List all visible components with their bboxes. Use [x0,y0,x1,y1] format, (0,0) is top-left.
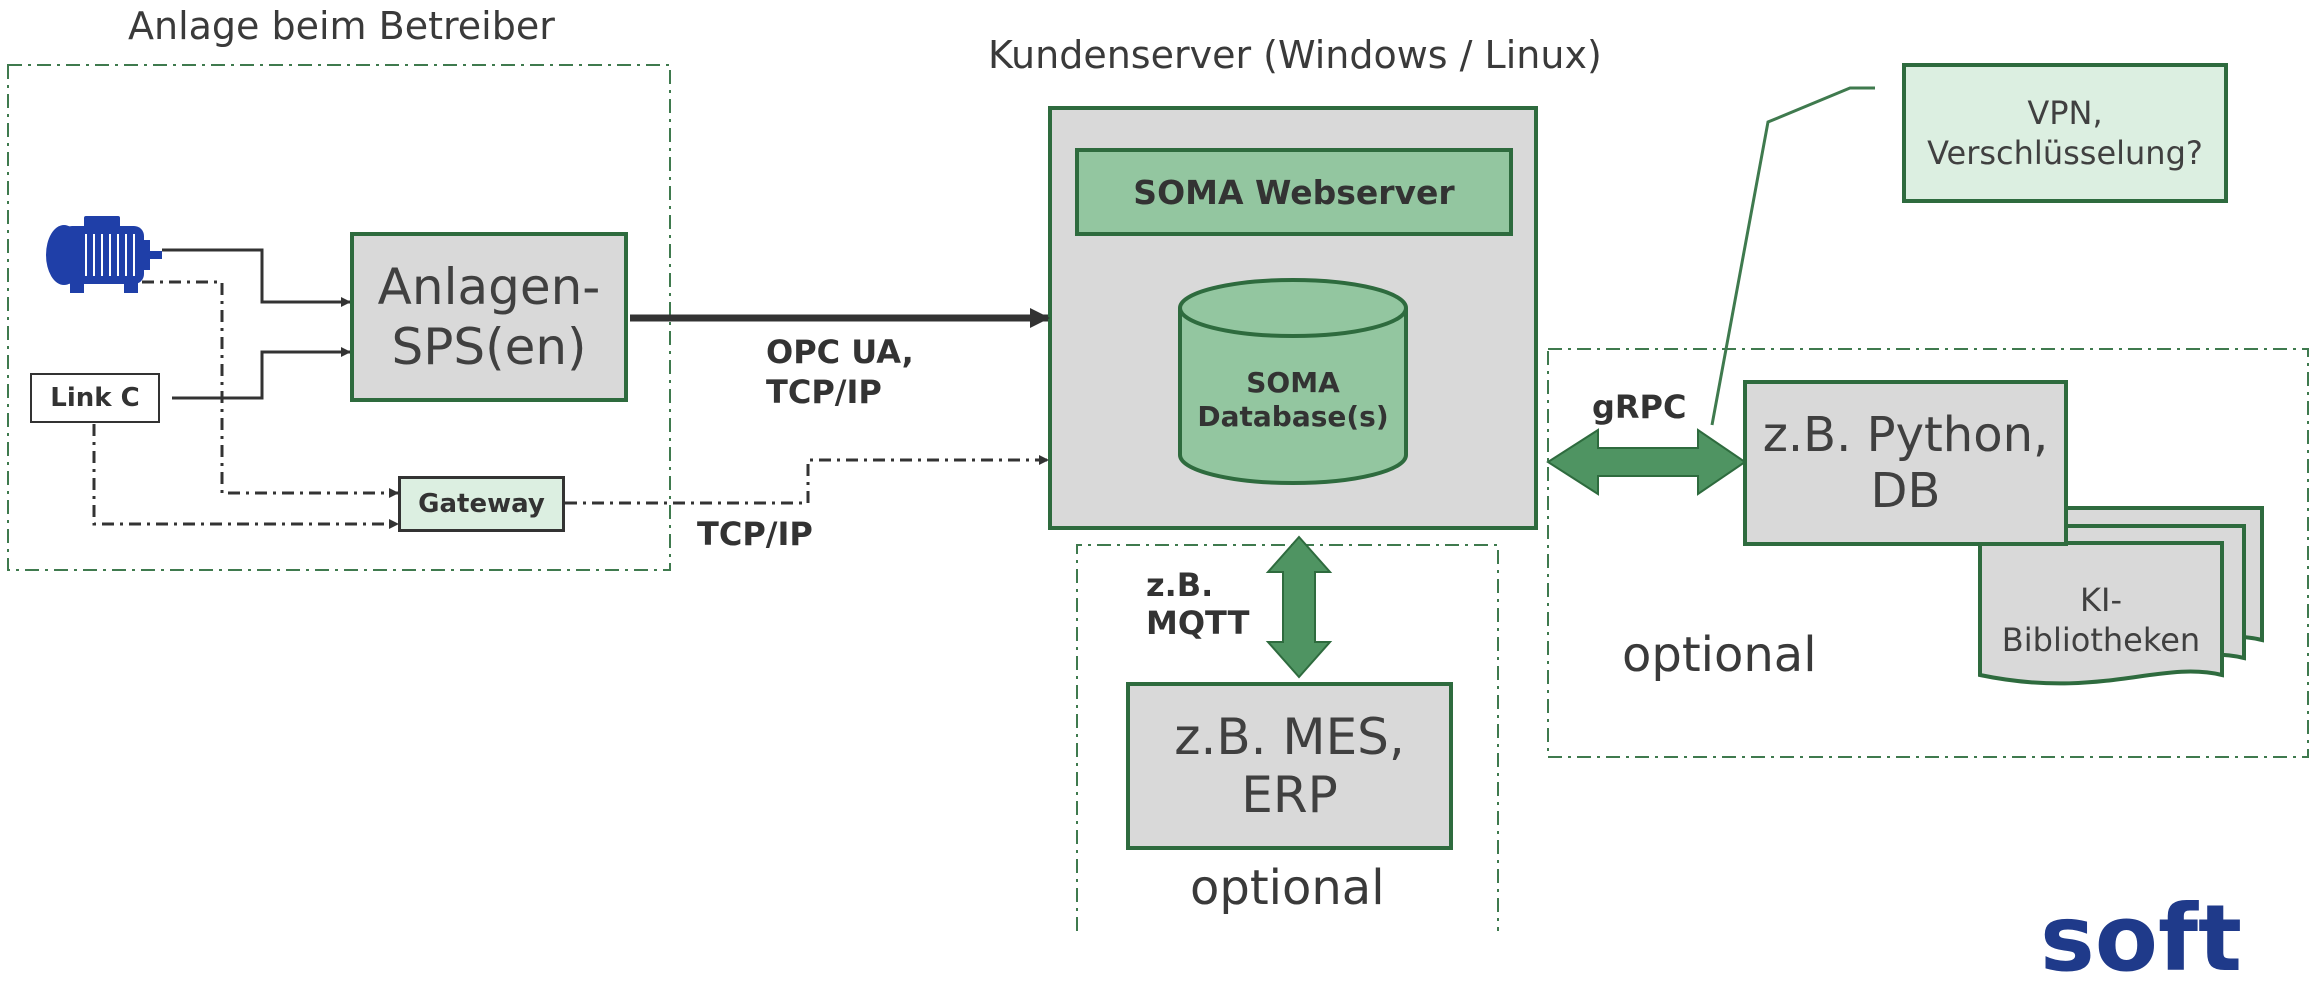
plc-box: Anlagen- SPS(en) [350,232,628,402]
company-logo: soft [2040,885,2242,992]
plc-label: Anlagen- SPS(en) [377,258,601,376]
soma-webserver-label: SOMA Webserver [1133,172,1455,212]
soma-database-label: SOMA Database(s) [1197,366,1389,433]
vpn-note-box: VPN, Verschlüsselung? [1902,63,2228,203]
grpc-double-arrow [1546,428,1747,496]
ki-libraries-label: KI- Bibliotheken [2001,581,2201,659]
optional-bottom-label: optional [1190,860,1385,916]
link-c-box: Link C [30,373,160,423]
python-db-box: z.B. Python, DB [1743,380,2068,546]
mqtt-label: z.B. MQTT [1146,566,1250,642]
optional-right-frame [1547,348,2309,758]
motor-to-plc-line [162,248,351,307]
plant-group-title: Anlage beim Betreiber [128,4,555,48]
vpn-note-label: VPN, Verschlüsselung? [1927,94,2203,172]
ki-library-documents [1978,506,2264,686]
grpc-label: gRPC [1592,388,1687,426]
python-db-label: z.B. Python, DB [1762,407,2049,519]
optional-bottom-frame [1076,544,1499,931]
linkc-to-gateway-line [92,424,399,529]
soma-webserver-box: SOMA Webserver [1075,148,1513,236]
optional-right-label: optional [1622,627,1817,683]
server-group-title: Kundenserver (Windows / Linux) [988,33,1602,77]
database-cylinder [1178,278,1408,485]
link-c-label: Link C [50,383,140,413]
mqtt-double-arrow [1265,535,1333,679]
linkc-to-plc-line [172,347,351,400]
gateway-label: Gateway [418,489,545,519]
motor-to-gateway-line [142,280,399,498]
gateway-box: Gateway [398,476,565,532]
opc-ua-label: OPC UA, TCP/IP [766,333,914,411]
mes-erp-box: z.B. MES, ERP [1126,682,1453,850]
electric-motor-icon [46,216,162,293]
plant-group-frame [7,64,671,571]
mes-erp-label: z.B. MES, ERP [1174,708,1405,824]
gateway-to-server-line [565,455,1049,505]
tcp-ip-label: TCP/IP [697,515,813,553]
vpn-callout-line [1710,86,1875,426]
